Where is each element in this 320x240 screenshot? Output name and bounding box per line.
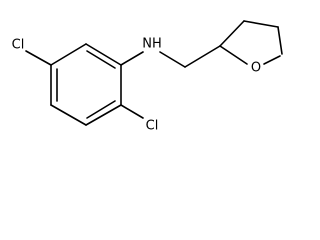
benzene-ring [50, 43, 122, 126]
bond-nh-to-ch2 [159, 51, 186, 68]
atom-label-nh: NH [142, 37, 162, 52]
bond-ring-to-cl-bottom [120, 104, 144, 119]
ring-bond-3 [85, 104, 122, 126]
ring-double-bond-1 [86, 50, 116, 69]
thf-bond-3 [277, 26, 283, 55]
thf-bond-2 [243, 20, 279, 28]
bond-ring-to-cl-left [25, 50, 52, 66]
atom-label-o: O [251, 61, 261, 76]
ring-bond-1 [85, 43, 122, 66]
structure-diagram: Cl Cl NH O [12, 20, 283, 134]
bond-ring-to-nh [120, 51, 144, 66]
ring-double-bond-2 [86, 100, 116, 119]
atom-label-cl-bottom: Cl [146, 119, 159, 134]
thf-bond-5 [219, 45, 248, 65]
thf-bond-4 [263, 55, 281, 65]
bond-ch2-to-thf [184, 45, 221, 68]
ring-bond-4 [50, 104, 87, 126]
atom-label-cl-left: Cl [12, 38, 25, 53]
molecule-drawing: Cl Cl NH O [12, 20, 283, 134]
tetrahydrofuran-ring [219, 20, 283, 65]
ring-bond-6 [50, 43, 87, 66]
thf-bond-1 [219, 20, 245, 47]
